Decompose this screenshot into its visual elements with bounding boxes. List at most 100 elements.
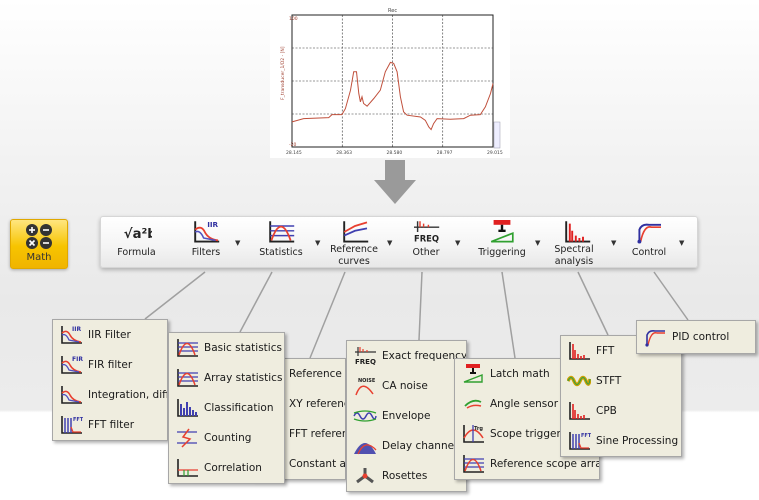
down-arrow-icon: [374, 160, 416, 204]
ribbon-spectral-button[interactable]: Spectral analysis: [547, 220, 607, 267]
menu-item[interactable]: CPB: [561, 396, 681, 426]
menu-item-label: FFT filter: [88, 419, 135, 431]
menu-item[interactable]: STFT: [561, 366, 681, 396]
latch-math-icon: [463, 364, 483, 383]
y-tick-bottom: -20: [289, 142, 296, 148]
menu-item-label: Reference curves: [289, 368, 345, 380]
ribbon-statistics-label: Statistics: [259, 247, 303, 258]
sine-processing-icon: FFT: [569, 432, 591, 450]
svg-text:IIR: IIR: [207, 220, 218, 229]
menu-item[interactable]: Counting: [169, 423, 284, 453]
x-tick-label: 28.580: [387, 150, 403, 156]
menu-item[interactable]: FIR FIR filter: [53, 350, 167, 380]
ribbon-statistics-dropdown-arrow[interactable]: ▼: [315, 239, 321, 247]
spectrum-icon: [565, 221, 591, 243]
pid-control-icon: [645, 330, 665, 347]
ribbon-formula-label: Formula: [117, 247, 156, 258]
menu-item[interactable]: Envelope: [347, 401, 466, 431]
menu-item[interactable]: Classification: [169, 393, 284, 423]
menu-item[interactable]: Reference scope array: [455, 449, 599, 479]
menu-item[interactable]: PID control: [637, 321, 755, 353]
ribbon-triggering-dropdown-arrow[interactable]: ▼: [535, 239, 541, 247]
menu-item[interactable]: Rosettes: [347, 461, 466, 491]
menu-item-label: Counting: [204, 432, 252, 444]
scope-trigger-icon: Trg: [463, 425, 484, 443]
menu-item-label: FFT reference curves: [289, 428, 345, 440]
menu-item-label: Envelope: [382, 410, 431, 422]
menu-item[interactable]: FREQ Exact frequency: [347, 341, 466, 371]
svg-text:FREQ: FREQ: [355, 358, 376, 366]
menu-item-label: Sine Processing: [596, 435, 679, 447]
menu-item[interactable]: FFT: [561, 336, 681, 366]
ribbon-reference-dropdown-arrow[interactable]: ▼: [387, 239, 393, 247]
menu-item-label: PID control: [672, 331, 730, 343]
menu-item-label: Basic statistics: [204, 342, 282, 354]
svg-text:NOISE: NOISE: [358, 378, 376, 384]
iir-filter-icon: IIR: [194, 220, 220, 243]
signal-chart: Rec 100 -20 F_transducer_1/D2 - [N] 28.1…: [270, 0, 510, 158]
ribbon-reference-button[interactable]: Reference curves: [327, 220, 383, 267]
y-axis-label: F_transducer_1/D2 - [N]: [280, 46, 286, 100]
axis-controls[interactable]: [493, 121, 501, 149]
menu-item[interactable]: Correlation: [169, 453, 284, 483]
ribbon-statistics-button[interactable]: Statistics: [251, 220, 311, 266]
menu-item[interactable]: FFT Sine Processing: [561, 426, 681, 456]
menu-item-label: FIR filter: [88, 359, 133, 371]
exact-frequency-icon: FREQ: [355, 347, 376, 366]
menu-item[interactable]: NOISE CA noise: [347, 371, 466, 401]
rosettes-icon: [356, 468, 374, 484]
ribbon-other-dropdown-arrow[interactable]: ▼: [455, 239, 461, 247]
spectral-menu: FFT STFT CPB FFT Sine Processing: [560, 335, 682, 457]
menu-item-label: CA noise: [382, 380, 428, 392]
array-statistics-icon: [177, 369, 198, 387]
x-tick-label: 29.015: [487, 150, 503, 156]
menu-item-label: Integration, differentiation: [88, 389, 167, 401]
statistics-icon: [269, 221, 295, 243]
menu-item-label: Scope trigger: [490, 428, 561, 440]
classification-icon: [177, 399, 198, 417]
menu-item[interactable]: Latch math: [455, 359, 599, 389]
svg-text:FFT: FFT: [581, 433, 591, 439]
svg-text:FREQ: FREQ: [414, 234, 439, 244]
ribbon-filters-button[interactable]: IIR Filters: [181, 220, 231, 266]
x-tick-label: 28.145: [286, 150, 302, 156]
formula-icon: √a²b²: [123, 227, 151, 242]
fft-icon: [569, 342, 590, 360]
fir-filter-icon: FIR: [61, 356, 83, 374]
menu-item[interactable]: Integration, differentiation: [53, 380, 167, 410]
menu-item[interactable]: Array statistics: [169, 363, 284, 393]
x-tick-label: 28.797: [437, 150, 453, 156]
ribbon-filters-label: Filters: [191, 247, 221, 258]
fft-filter-icon: FFT: [61, 416, 83, 434]
math-operators-icon: [26, 224, 52, 249]
ribbon-control-dropdown-arrow[interactable]: ▼: [679, 239, 685, 247]
ribbon-reference-label: Reference curves: [330, 244, 378, 267]
ribbon-formula-button[interactable]: √a²b² Formula: [109, 220, 164, 266]
svg-text:IIR: IIR: [72, 326, 81, 333]
menu-item[interactable]: Basic statistics: [169, 333, 284, 363]
delay-channel-icon: [354, 443, 377, 455]
ribbon-spectral-dropdown-arrow[interactable]: ▼: [611, 239, 617, 247]
ca-noise-icon: NOISE: [355, 378, 376, 396]
x-tick-label: 28.363: [336, 150, 352, 156]
menu-item-label: STFT: [596, 375, 622, 387]
menu-item[interactable]: Trg Scope trigger: [455, 419, 599, 449]
menu-item[interactable]: FFT FFT filter: [53, 410, 167, 440]
ribbon-other-label: Other: [412, 247, 440, 258]
svg-text:√a²b²: √a²b²: [123, 227, 151, 242]
ribbon-filters-dropdown-arrow[interactable]: ▼: [235, 239, 241, 247]
envelope-icon: [353, 410, 377, 422]
reference-curves-icon: [343, 221, 369, 243]
math-button[interactable]: Math: [10, 219, 68, 269]
menu-item[interactable]: Angle sensor: [455, 389, 599, 419]
trigger-icon: [490, 220, 514, 243]
ribbon-other-button[interactable]: FREQ Other: [401, 220, 451, 266]
menu-item-label: Latch math: [490, 368, 550, 380]
menu-item[interactable]: Delay channel: [347, 431, 466, 461]
menu-item-label: Exact frequency: [382, 350, 466, 362]
ribbon-triggering-button[interactable]: Triggering: [473, 220, 531, 266]
ribbon-control-button[interactable]: Control: [623, 220, 675, 266]
